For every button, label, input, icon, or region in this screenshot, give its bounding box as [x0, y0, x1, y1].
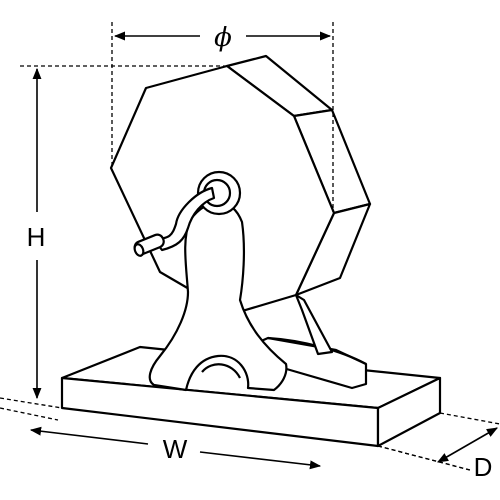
support-leg [294, 293, 334, 356]
w-extension-left [0, 407, 59, 421]
w-arrow-left [29, 426, 149, 445]
d-extension-bottom [377, 445, 471, 471]
w-arrow-right [199, 451, 322, 470]
crank-handle [133, 186, 216, 257]
stand [148, 170, 288, 392]
h-extension-bottom [0, 397, 63, 409]
stand-arch [201, 363, 241, 379]
stand-body [148, 201, 288, 392]
d-extension-top [439, 412, 500, 425]
crank-grip-end [133, 243, 145, 257]
d-arrow [437, 427, 498, 463]
dimensions [0, 22, 500, 471]
crank-arm [152, 186, 216, 252]
depth-label: D [474, 452, 493, 482]
height-label: H [27, 222, 46, 252]
diameter-label: ϕ [214, 23, 232, 53]
width-label: W [163, 434, 188, 464]
